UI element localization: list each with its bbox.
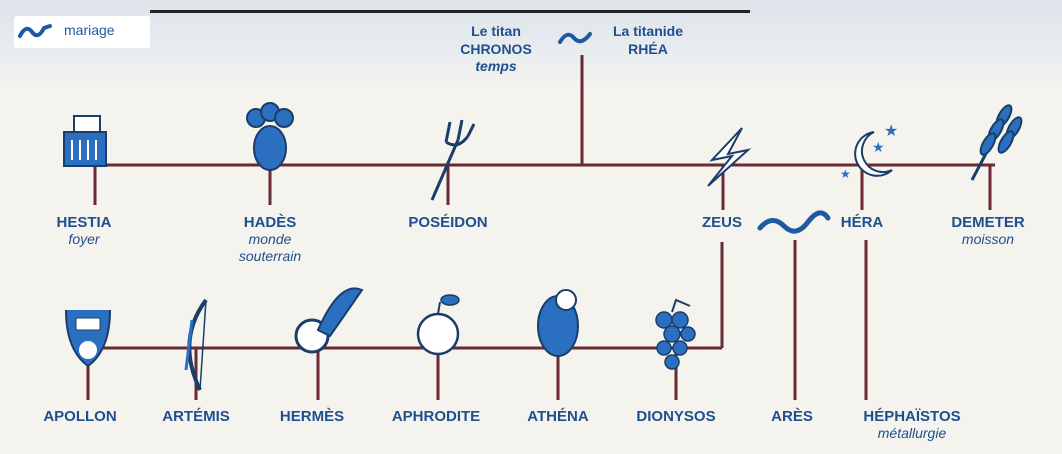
aphrodite-label: APHRODITE xyxy=(392,408,480,425)
hera-label: HÉRA xyxy=(841,214,884,231)
hestia-domain: foyer xyxy=(68,231,100,247)
hades-domain-2: souterrain xyxy=(238,248,302,264)
legend-box: mariage xyxy=(14,16,150,48)
dionysos-name: DIONYSOS xyxy=(636,408,716,425)
hephaistos-domain: métallurgie xyxy=(877,425,947,441)
zeus-label: ZEUS xyxy=(702,214,742,231)
dionysos-label: DIONYSOS xyxy=(636,408,715,425)
svg-text:★: ★ xyxy=(884,121,898,140)
poseidon-name: POSÉIDON xyxy=(408,214,488,231)
poseidon-label: POSÉIDON xyxy=(408,214,487,231)
apollon-name: APOLLON xyxy=(43,408,117,425)
athena-name: ATHÉNA xyxy=(527,408,589,425)
hades-domain-1: monde xyxy=(248,231,292,247)
zeus-name: ZEUS xyxy=(701,214,743,231)
legend-label: mariage xyxy=(64,22,115,38)
hephaistos-label: HÉPHAÏSTOS métallurgie xyxy=(863,408,960,442)
artemis-label: ARTÉMIS xyxy=(162,408,230,425)
demeter-domain: moisson xyxy=(961,231,1015,247)
svg-text:★: ★ xyxy=(872,140,885,156)
header-band xyxy=(0,0,1062,90)
rhea-label: La titanide RHÉA xyxy=(613,22,683,58)
artemis-name: ARTÉMIS xyxy=(162,408,230,425)
ares-label: ARÈS xyxy=(771,408,813,425)
hestia-name: HESTIA xyxy=(56,214,112,231)
header-rule xyxy=(150,10,750,13)
chronos-title: Le titan xyxy=(471,23,521,39)
hephaistos-name: HÉPHAÏSTOS xyxy=(863,408,961,425)
chronos-name: CHRONOS xyxy=(460,41,532,57)
hermes-label: HERMÈS xyxy=(280,408,344,425)
hestia-label: HESTIA foyer xyxy=(56,214,111,248)
marriage-wave-icon xyxy=(18,24,52,38)
chronos-label: Le titan CHRONOS temps xyxy=(460,22,532,75)
demeter-name: DEMETER xyxy=(951,214,1025,231)
hera-name: HÉRA xyxy=(840,214,884,231)
chronos-domain: temps xyxy=(475,58,517,74)
demeter-label: DEMETER moisson xyxy=(951,214,1024,248)
apollon-label: APOLLON xyxy=(43,408,116,425)
athena-label: ATHÉNA xyxy=(527,408,588,425)
rhea-title: La titanide xyxy=(612,23,684,39)
hermes-name: HERMÈS xyxy=(279,408,345,425)
hades-label: HADÈS monde souterrain xyxy=(239,214,301,265)
aphrodite-name: APHRODITE xyxy=(391,408,481,425)
hades-name: HADÈS xyxy=(243,214,297,231)
rhea-name: RHÉA xyxy=(628,41,668,57)
ares-name: ARÈS xyxy=(771,408,813,425)
svg-text:★: ★ xyxy=(840,167,851,181)
